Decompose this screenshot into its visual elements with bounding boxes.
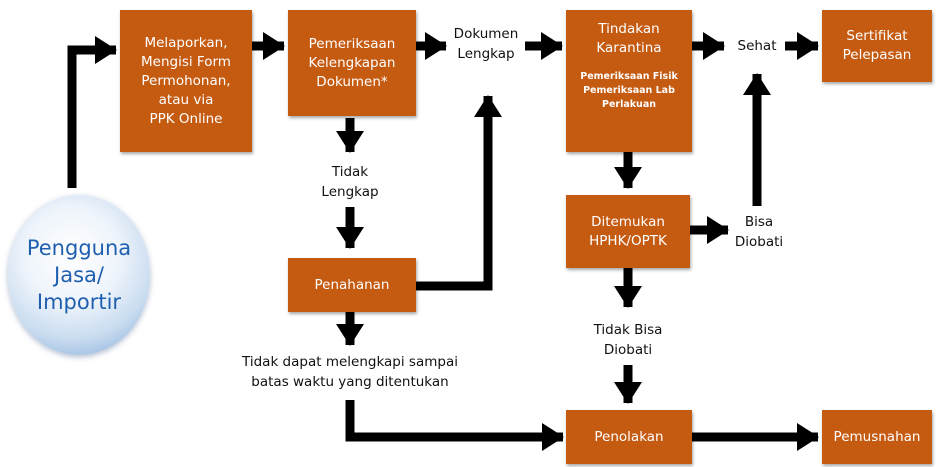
quarantine-title: Tindakan Karantina (596, 21, 662, 56)
report-box: Melaporkan, Mengisi Form Permohonan, ata… (120, 10, 252, 152)
rejection-label: Penolakan (594, 428, 664, 445)
destruction-label: Pemusnahan (833, 428, 921, 445)
quarantine-actions: Pemeriksaan Fisik Pemeriksaan Lab Perlak… (580, 71, 678, 110)
untreatable-label: Tidak Bisa Diobati (593, 322, 663, 358)
treatable-label: Bisa Diobati (734, 214, 784, 250)
user-label: Pengguna Jasa/ Importir (26, 235, 132, 314)
found-pest-box: Ditemukan HPHK/OPTK (566, 195, 690, 268)
detention-label: Penahanan (314, 276, 390, 293)
quarantine-box: Tindakan Karantina Pemeriksaan Fisik Pem… (566, 10, 692, 152)
arrow-detention-to-complete (416, 95, 502, 291)
user-globe: Pengguna Jasa/ Importir (8, 195, 150, 355)
incomplete-label: Tidak Lengkap (321, 164, 379, 200)
complete-documents-label: Dokumen Lengkap (453, 26, 519, 62)
destruction-box: Pemusnahan (822, 410, 932, 464)
healthy-label: Sehat (737, 38, 777, 54)
arrow-deadline-to-rejection (345, 400, 564, 451)
detention-box: Penahanan (288, 258, 416, 312)
rejection-box: Penolakan (566, 410, 692, 464)
found-pest-label: Ditemukan HPHK/OPTK (589, 213, 667, 249)
report-label: Melaporkan, Mengisi Form Permohonan, ata… (141, 34, 231, 127)
check-documents-box: Pemeriksaan Kelengkapan Dokumen* (288, 10, 416, 116)
certificate-box: Sertifikat Pelepasan (822, 10, 932, 82)
check-documents-label: Pemeriksaan Kelengkapan Dokumen* (308, 35, 396, 90)
certificate-label: Sertifikat Pelepasan (842, 28, 912, 63)
deadline-label: Tidak dapat melengkapi sampai batas wakt… (242, 354, 458, 390)
arrow-user-to-report (67, 36, 117, 188)
